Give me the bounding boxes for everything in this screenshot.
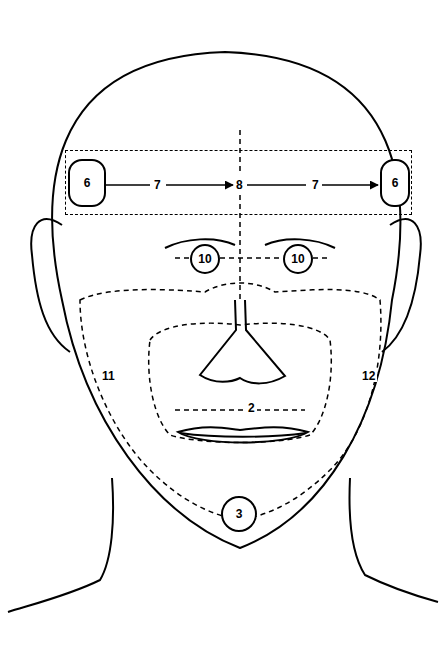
chin-circle: 3 [221, 496, 257, 532]
callout-number: 10 [291, 253, 304, 265]
left-ear [31, 219, 70, 352]
midline [239, 130, 241, 300]
callout-number: 12 [360, 370, 377, 382]
temple-oval: 6 [68, 159, 106, 207]
callout-number: 7 [152, 179, 163, 191]
callout-number: 7 [310, 179, 321, 191]
forehead-band: 7 8 7 6 6 [65, 150, 412, 215]
cheek-region [80, 283, 381, 520]
measure-arrow [106, 184, 150, 186]
nose [200, 300, 285, 383]
eye-circle: 10 [283, 244, 313, 274]
callout-number: 10 [198, 253, 211, 265]
measure-arrow [322, 184, 378, 186]
neck-left [8, 478, 113, 612]
callout-number: 6 [84, 177, 91, 189]
upper-lip-region [175, 409, 305, 411]
callout-number: 11 [100, 370, 117, 382]
mouth-line [180, 433, 306, 437]
neck-right [350, 478, 438, 602]
callout-number: 2 [246, 402, 257, 414]
measure-arrow [166, 184, 233, 186]
callout-number: 6 [392, 177, 399, 189]
nose-mouth-region [149, 323, 332, 442]
right-ear [382, 219, 421, 352]
head-outline [52, 52, 400, 548]
callout-number: 8 [234, 179, 245, 191]
temple-oval: 6 [380, 159, 410, 207]
measure-arrow [247, 184, 306, 186]
eye-circle: 10 [190, 244, 220, 274]
callout-number: 3 [236, 508, 243, 520]
